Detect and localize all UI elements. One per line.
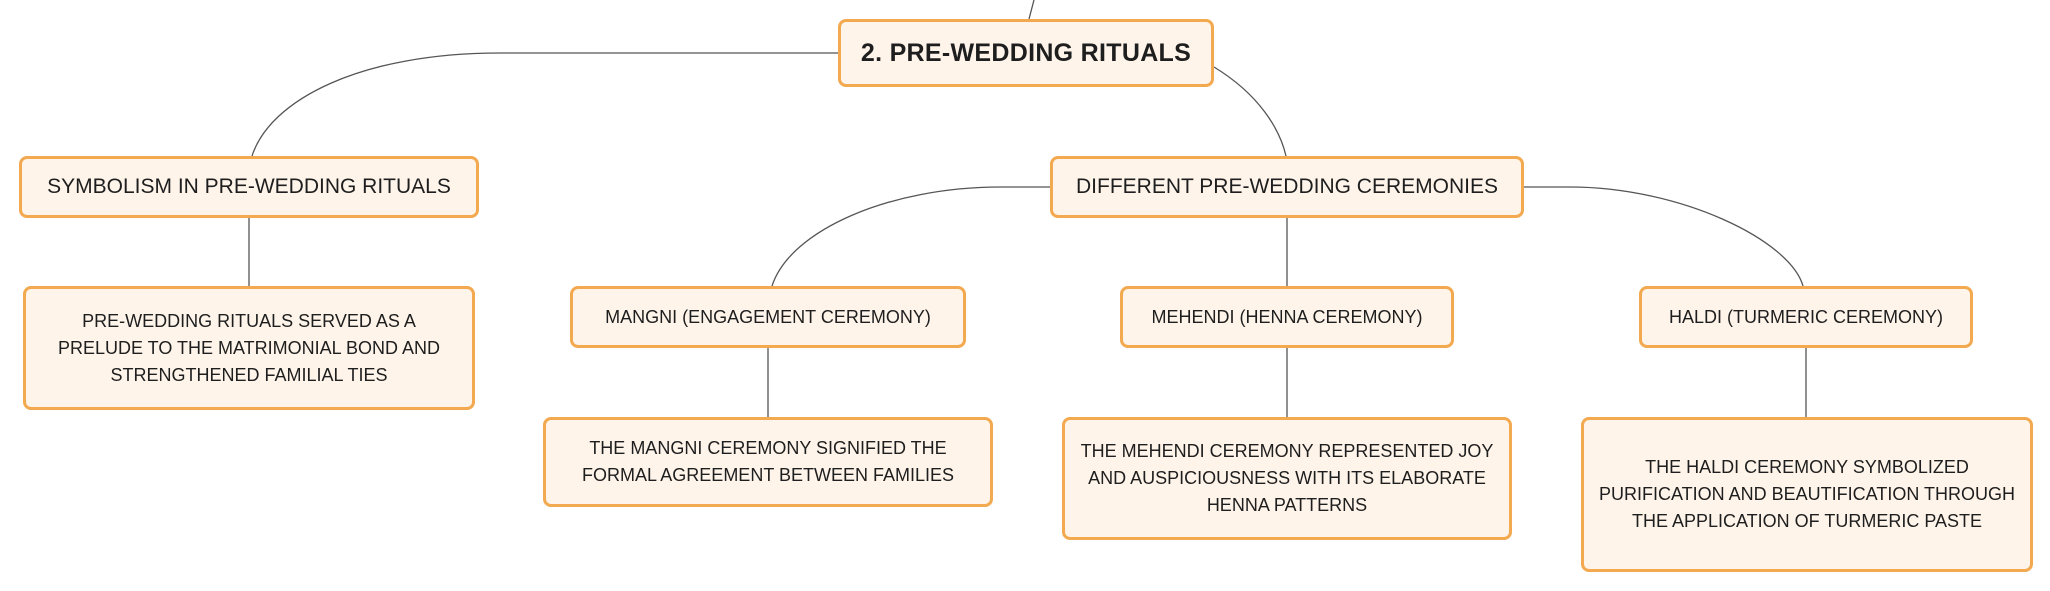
subtopic-haldi-label: HALDI (TURMERIC CEREMONY) [1668, 306, 1943, 327]
topic-symbolism-label: SYMBOLISM IN PRE-WEDDING RITUALS [47, 175, 451, 198]
connector-ceremonies-to-haldi [1524, 186, 1804, 287]
mehendi-detail-text: THE MEHENDI CEREMONY REPRESENTED JOY AND… [1080, 441, 1494, 515]
subtopic-mangni[interactable]: MANGNI (ENGAGEMENT CEREMONY) [570, 286, 966, 348]
connector-root-to-ceremonies [1213, 66, 1287, 157]
subtopic-mehendi[interactable]: MEHENDI (HENNA CEREMONY) [1120, 286, 1454, 348]
connector-ceremonies-to-mangni [771, 186, 1050, 287]
mehendi-detail[interactable]: THE MEHENDI CEREMONY REPRESENTED JOY AND… [1062, 417, 1512, 540]
connector-parent-to-root [1028, 0, 1035, 20]
connector-root-to-symbolism [251, 52, 838, 157]
haldi-detail[interactable]: THE HALDI CEREMONY SYMBOLIZED PURIFICATI… [1581, 417, 2033, 572]
topic-ceremonies-label: DIFFERENT PRE-WEDDING CEREMONIES [1076, 175, 1498, 198]
haldi-detail-text: THE HALDI CEREMONY SYMBOLIZED PURIFICATI… [1598, 457, 2016, 531]
symbolism-detail[interactable]: PRE-WEDDING RITUALS SERVED AS A PRELUDE … [23, 286, 475, 410]
subtopic-haldi[interactable]: HALDI (TURMERIC CEREMONY) [1639, 286, 1973, 348]
mangni-detail[interactable]: THE MANGNI CEREMONY SIGNIFIED THE FORMAL… [543, 417, 993, 507]
subtopic-mehendi-label: MEHENDI (HENNA CEREMONY) [1151, 306, 1423, 327]
mangni-detail-text: THE MANGNI CEREMONY SIGNIFIED THE FORMAL… [581, 438, 955, 485]
topic-symbolism[interactable]: SYMBOLISM IN PRE-WEDDING RITUALS [19, 156, 479, 218]
root-topic[interactable]: 2. PRE-WEDDING RITUALS [838, 19, 1214, 87]
symbolism-detail-text: PRE-WEDDING RITUALS SERVED AS A PRELUDE … [57, 310, 441, 385]
subtopic-mangni-label: MANGNI (ENGAGEMENT CEREMONY) [605, 306, 931, 327]
topic-ceremonies[interactable]: DIFFERENT PRE-WEDDING CEREMONIES [1050, 156, 1524, 218]
root-topic-label: 2. PRE-WEDDING RITUALS [860, 38, 1192, 67]
